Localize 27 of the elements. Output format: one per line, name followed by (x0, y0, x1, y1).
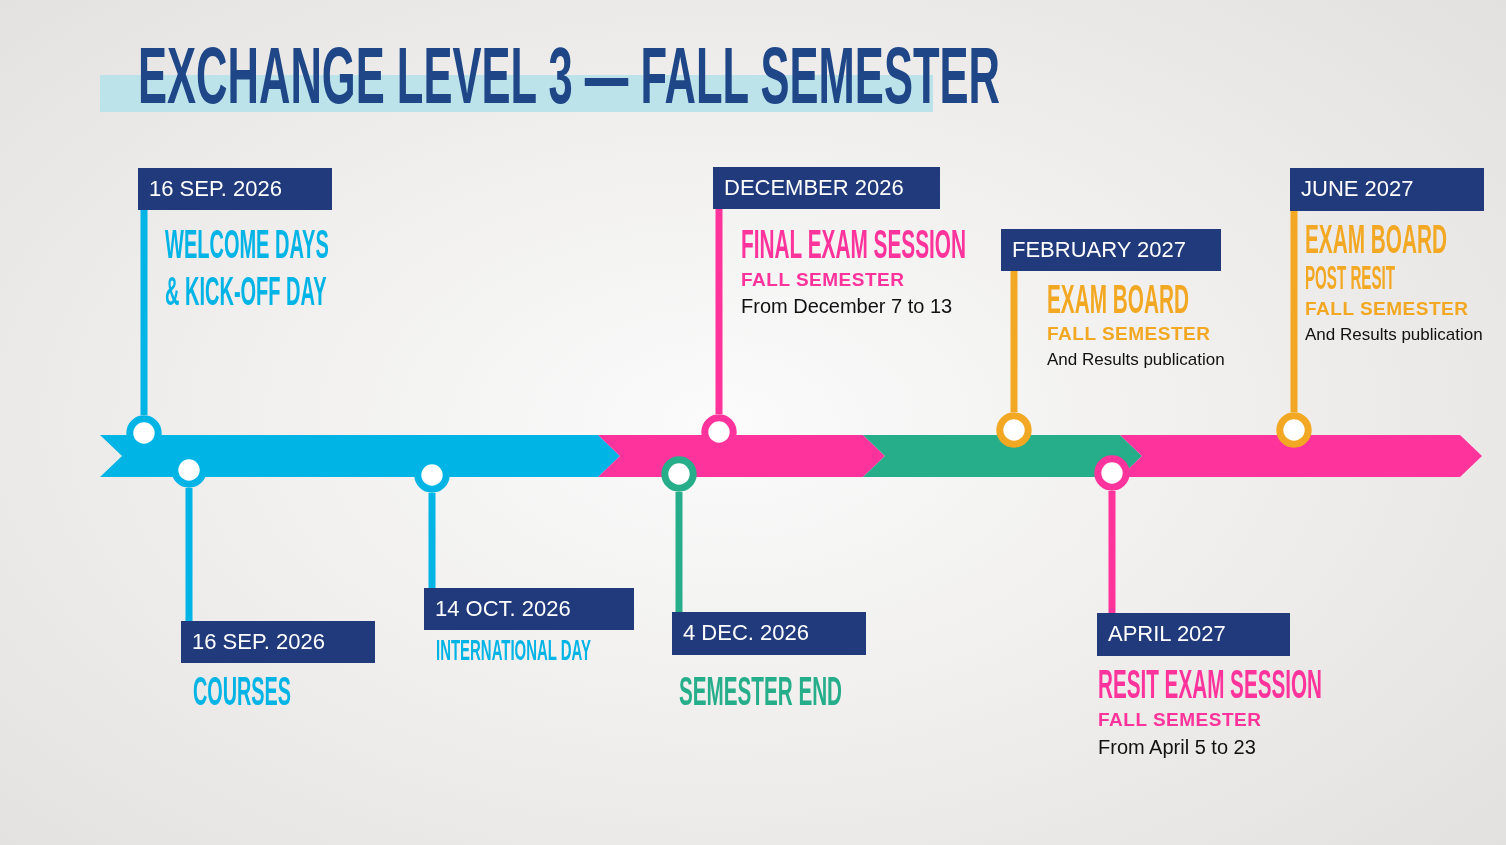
milestone-title: FINAL EXAM SESSION (741, 221, 966, 269)
ring-marker-icon (1276, 412, 1312, 448)
date-label: APRIL 2027 (1108, 622, 1226, 647)
milestone-title: INTERNATIONAL DAY (436, 633, 591, 668)
milestone-note: From April 5 to 23 (1098, 736, 1256, 760)
ring-marker-icon (996, 412, 1032, 448)
semester-label: FALL SEMESTER (1047, 323, 1211, 346)
milestone-title: COURSES (193, 668, 291, 716)
date-label: 14 OCT. 2026 (435, 597, 571, 622)
date-label: DECEMBER 2026 (724, 176, 904, 201)
milestone-title: EXAM BOARD (1047, 276, 1189, 324)
milestone-title: WELCOME DAYS & KICK-OFF DAY (165, 221, 330, 316)
milestone-note: And Results publication (1047, 349, 1225, 370)
date-label: JUNE 2027 (1301, 177, 1414, 202)
ring-marker-icon (661, 456, 697, 492)
milestone-note: From December 7 to 13 (741, 295, 953, 319)
date-label: 16 SEP. 2026 (149, 177, 282, 202)
milestone-note: And Results publication (1305, 324, 1483, 345)
semester-label: FALL SEMESTER (1098, 709, 1262, 732)
date-label: 4 DEC. 2026 (683, 621, 809, 646)
semester-label: FALL SEMESTER (741, 269, 905, 292)
date-label: FEBRUARY 2027 (1012, 238, 1187, 263)
ring-marker-icon (1094, 455, 1130, 491)
milestone-title: SEMESTER END (679, 668, 842, 716)
semester-label: FALL SEMESTER (1305, 298, 1469, 321)
date-label: 16 SEP. 2026 (192, 630, 325, 655)
milestone-title: RESIT EXAM SESSION (1098, 661, 1322, 709)
